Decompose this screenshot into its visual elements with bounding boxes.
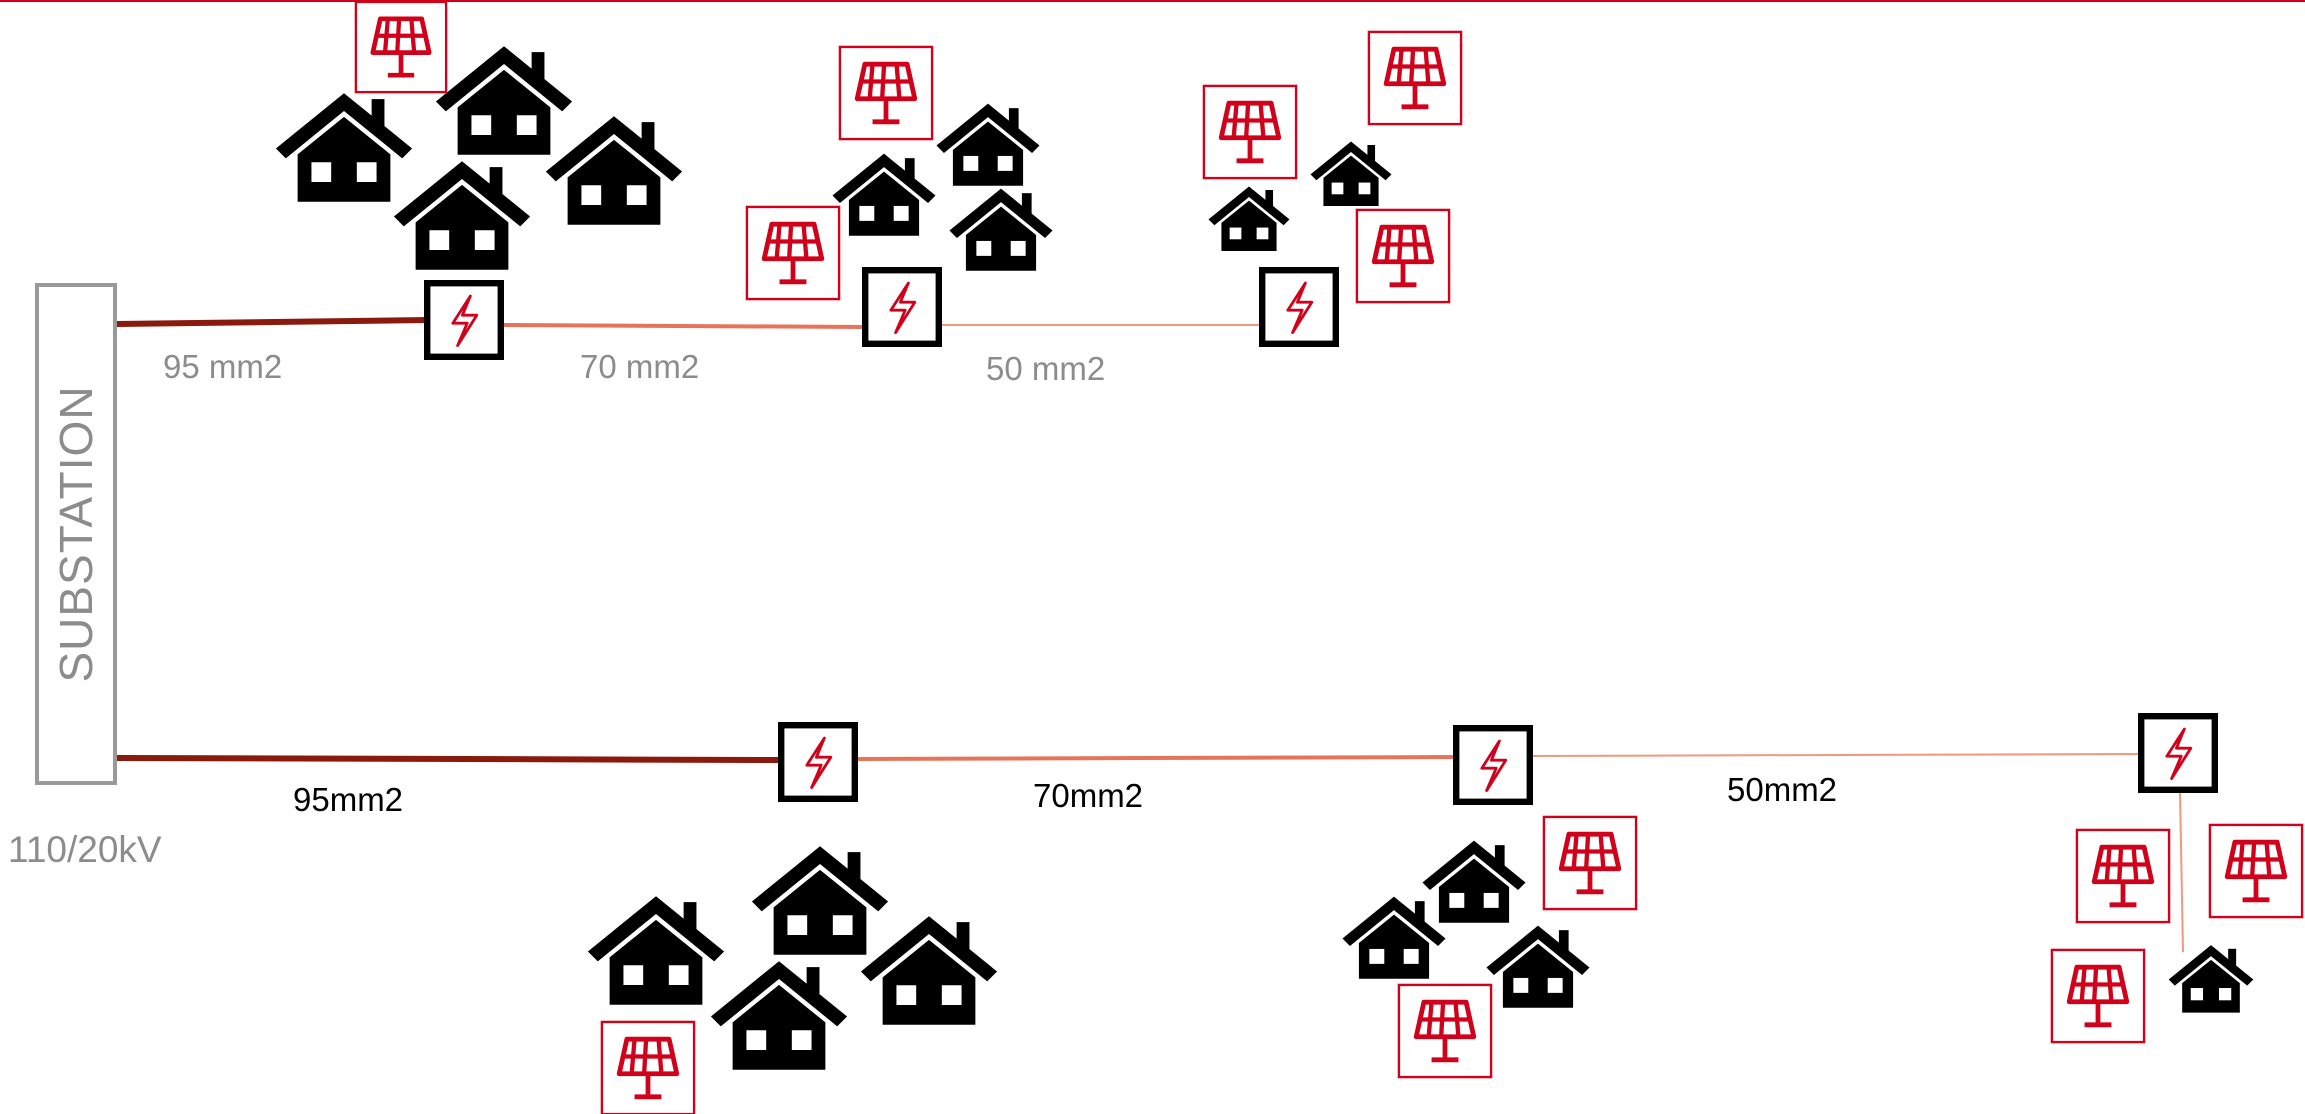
cable-95-top [116, 317, 429, 327]
cable-95-bottom [116, 755, 781, 763]
cable-50-bottom [1530, 753, 2141, 757]
substation-label: SUBSTATION [50, 385, 102, 683]
house-icon [587, 896, 725, 1005]
lightning-bolt-icon [2141, 716, 2215, 790]
voltage-label: 110/20kV [8, 829, 162, 870]
solar-panel-icon [747, 207, 839, 299]
solar-panel-icon [1204, 86, 1296, 178]
house-icon [1208, 186, 1290, 252]
house-icon [1486, 925, 1590, 1008]
lightning-bolt-icon [1456, 728, 1530, 802]
house-icon [936, 103, 1040, 186]
house-icon [832, 153, 936, 236]
lightning-bolt-icon [427, 283, 501, 357]
solar-panel-icon [1544, 817, 1636, 909]
house-icon [545, 116, 683, 225]
house-icon [1342, 896, 1446, 979]
cable-70-top [501, 323, 865, 329]
house-icon [949, 188, 1053, 271]
lightning-bolt-icon [781, 725, 855, 799]
cable-70-bottom [856, 755, 1456, 761]
house-icon [435, 46, 573, 155]
house-icon [1310, 141, 1392, 207]
cable-drop-end [2179, 791, 2184, 953]
house-icon [275, 93, 413, 202]
solar-panel-icon [1357, 210, 1449, 302]
solar-panel-icon [2052, 950, 2144, 1042]
solar-panel-icon [2210, 825, 2302, 917]
solar-panel-icon [1399, 985, 1491, 1077]
cable-label-top-50: 50 mm2 [986, 350, 1106, 387]
solar-panel-icon [1369, 32, 1461, 124]
lightning-bolt-icon [865, 270, 939, 344]
house-icon [710, 961, 848, 1070]
house-icon [751, 846, 889, 955]
solar-panel-icon [356, 2, 446, 92]
cable-label-bottom-95: 95mm2 [293, 781, 404, 818]
cable-label-bottom-70: 70mm2 [1033, 777, 1144, 814]
house-icon [2168, 945, 2254, 1013]
lightning-bolt-icon [1262, 270, 1336, 344]
house-icon [393, 161, 531, 270]
substation-box: SUBSTATION [35, 283, 117, 785]
solar-panel-icon [602, 1022, 694, 1114]
top-accent-line [0, 0, 2305, 2]
solar-panel-icon [840, 47, 932, 139]
solar-panel-icon [2077, 830, 2169, 922]
house-icon [1422, 840, 1526, 923]
cable-label-top-95: 95 mm2 [163, 348, 283, 385]
cable-label-bottom-50: 50mm2 [1727, 771, 1838, 808]
cable-label-top-70: 70 mm2 [580, 348, 700, 385]
house-icon [860, 916, 998, 1025]
